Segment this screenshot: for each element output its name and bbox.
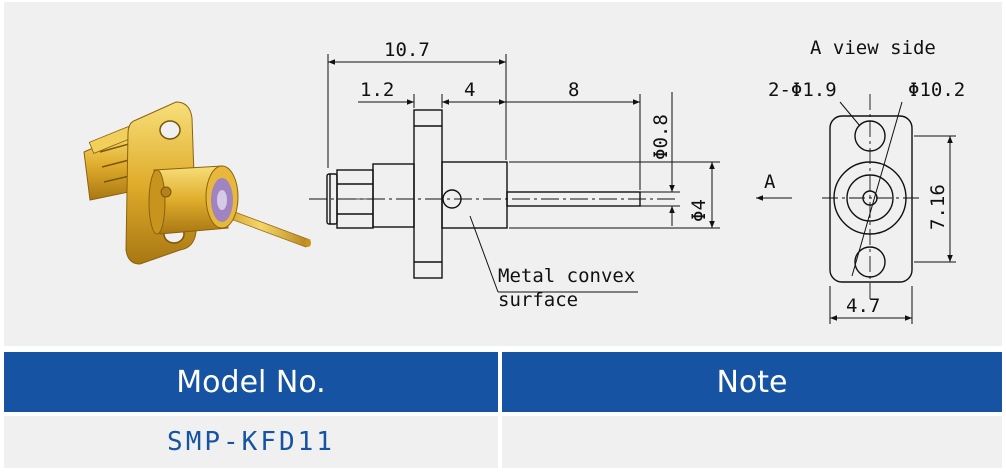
spec-table: Model No. Note SMP-KFD11 bbox=[4, 352, 1002, 468]
cell-note bbox=[502, 416, 1002, 468]
front-view-dimensions bbox=[829, 135, 956, 324]
dim-flange-width: 4.7 bbox=[846, 295, 880, 317]
cell-model-no: SMP-KFD11 bbox=[4, 416, 498, 468]
side-view-dimensions bbox=[327, 54, 720, 293]
header-note: Note bbox=[502, 352, 1002, 412]
dim-body-diameter: Φ4 bbox=[688, 199, 710, 222]
technical-drawing: 10.7 1.2 4 8 Φ0.8 Φ4 Metal convex surfac… bbox=[83, 37, 965, 324]
front-view-drawing bbox=[822, 94, 920, 302]
dim-pin-diameter: Φ0.8 bbox=[650, 114, 672, 160]
view-title: A view side bbox=[810, 37, 936, 59]
dim-flange-length: Φ10.2 bbox=[908, 79, 965, 101]
view-arrow-label: A bbox=[764, 171, 776, 193]
side-view-drawing bbox=[309, 109, 676, 279]
dim-pin-length: 8 bbox=[568, 79, 579, 101]
header-model-no: Model No. bbox=[4, 352, 498, 412]
technical-drawing-panel: 10.7 1.2 4 8 Φ0.8 Φ4 Metal convex surfac… bbox=[4, 2, 1002, 346]
dim-body-length: 4 bbox=[464, 79, 475, 101]
dim-hole-spec: 2-Φ1.9 bbox=[768, 79, 837, 101]
dim-overall-length: 10.7 bbox=[384, 39, 430, 61]
callout-surface: surface bbox=[498, 289, 578, 311]
connector-photo bbox=[83, 101, 311, 265]
dim-flange-offset: 1.2 bbox=[360, 79, 394, 101]
callout-metal-convex: Metal convex bbox=[498, 265, 635, 287]
dim-hole-spacing: 7.16 bbox=[927, 184, 949, 230]
